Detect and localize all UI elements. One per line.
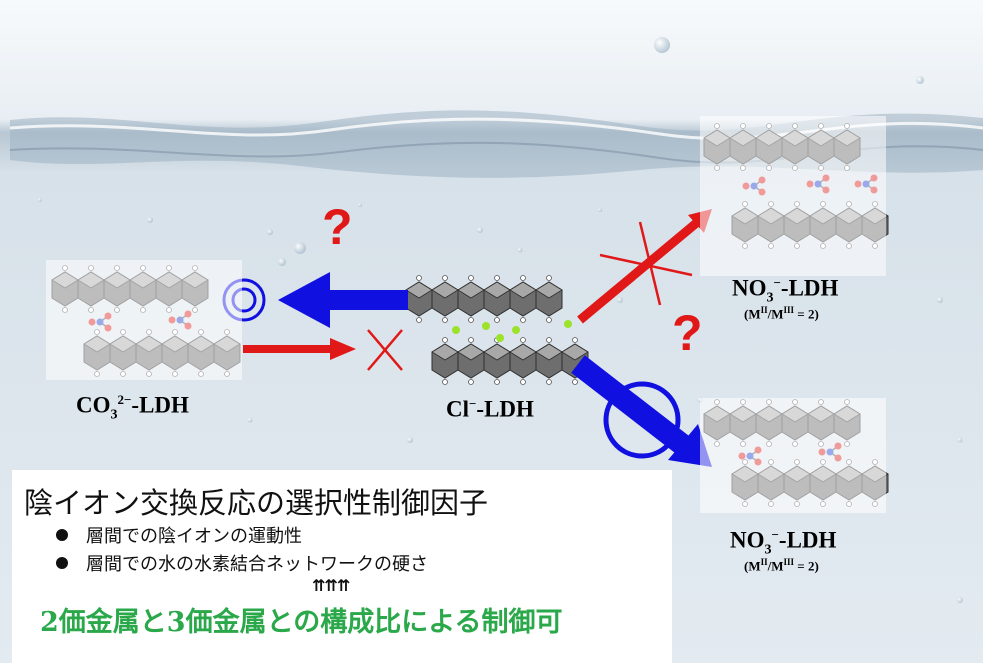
question-mark-right: ? — [672, 305, 703, 361]
co3-ldh-label: CO32−-LDH — [76, 392, 189, 423]
ldh-cl-structure — [405, 275, 589, 385]
question-mark-top: ? — [322, 199, 353, 255]
bullet-dot-icon — [56, 557, 68, 569]
bullet-dot-icon — [56, 529, 68, 541]
red-cross-mark — [599, 221, 693, 306]
summary-bullet-2: 層間での水の水素結合ネットワークの硬さ — [56, 550, 428, 576]
upward-arrows: ⇈⇈⇈ — [312, 576, 350, 595]
no3-bottom-panel — [700, 398, 886, 513]
co3-panel — [46, 260, 242, 380]
no3-top-label: NO3−-LDH — [732, 275, 839, 306]
summary-conclusion: 2価金属と3価金属との構成比による制御可 — [40, 607, 563, 638]
red-x-mark — [367, 329, 403, 371]
bullet-text: 層間での陰イオンの運動性 — [86, 526, 302, 547]
cl-ldh-label: Cl−-LDH — [446, 396, 534, 422]
summary-textbox: 陰イオン交換反応の選択性制御因子 層間での陰イオンの運動性 層間での水の水素結合… — [12, 470, 672, 663]
summary-bullet-1: 層間での陰イオンの運動性 — [56, 522, 302, 548]
blue-arrow-left — [278, 272, 408, 328]
red-arrow-right — [243, 338, 356, 360]
large-blue-circle-mark — [603, 381, 681, 459]
no3-top-ratio: (MII/MIII = 2) — [744, 305, 819, 322]
no3-top-panel — [700, 116, 886, 276]
no3-bottom-ratio: (MII/MIII = 2) — [744, 557, 819, 574]
bullet-text: 層間での水の水素結合ネットワークの硬さ — [86, 554, 428, 575]
summary-title: 陰イオン交換反応の選択性制御因子 — [24, 486, 489, 520]
no3-bottom-label: NO3−-LDH — [730, 527, 837, 558]
